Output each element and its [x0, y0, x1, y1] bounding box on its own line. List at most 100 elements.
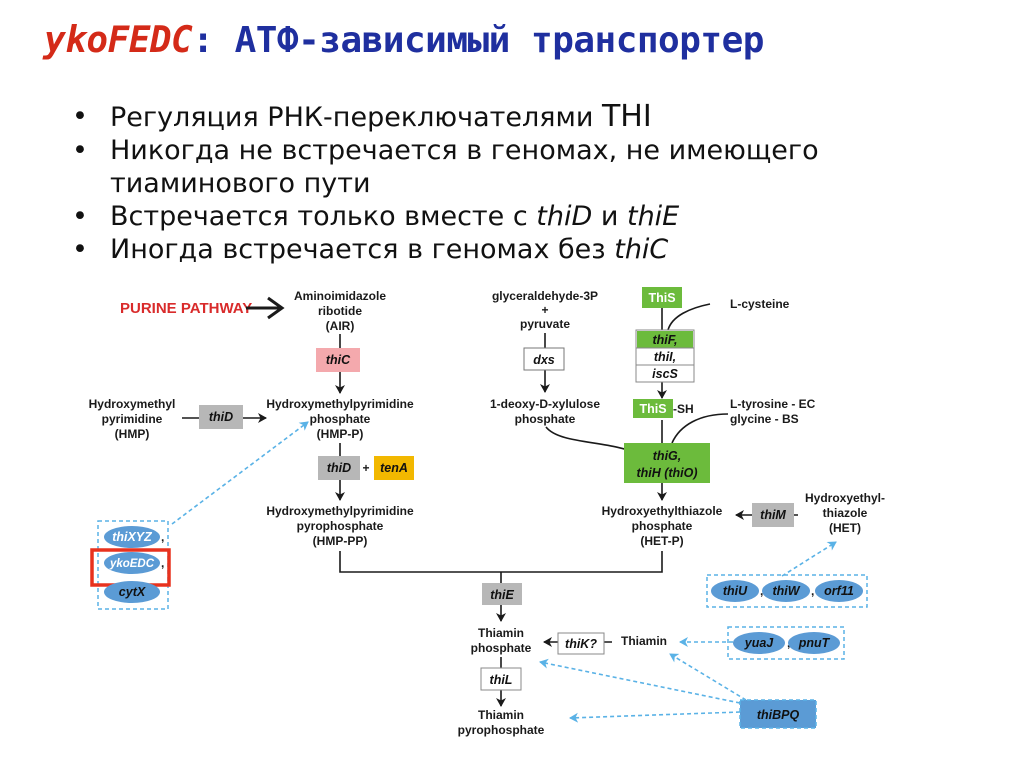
thim-box [752, 503, 794, 527]
thibpq-arrow-2 [669, 653, 747, 701]
plus-sign: + [362, 461, 369, 475]
bullet-list: Регуляция РНК-переключателями THI Никогд… [66, 100, 966, 266]
thixyz-ellipse [104, 526, 160, 548]
tena-label: tenA [380, 461, 408, 475]
air-line-1: Aminoimidazole [294, 289, 386, 303]
merge-line [339, 551, 663, 573]
dxp-line-2: phosphate [515, 412, 576, 426]
this-box [642, 287, 682, 308]
bullet-1-text: Регуляция РНК-переключателями [110, 102, 602, 133]
hmppp-line-1: Hydroxymethylpyrimidine [266, 504, 414, 518]
sh-label: -SH [673, 402, 694, 416]
title-rest: АТФ-зависимый транспортер [213, 20, 765, 61]
hmppp-label: Hydroxymethylpyrimidine pyrophosphate (H… [266, 504, 414, 548]
yuaj-ellipse [733, 632, 785, 654]
thid-label-2: thiD [327, 461, 351, 475]
g3p-line-3: pyruvate [520, 317, 570, 331]
left-transport-arrow [171, 421, 309, 525]
bullet-4-text: Иногда встречается в геномах без [110, 234, 615, 265]
this-label: ThiS [648, 291, 675, 305]
thiw-label: thiW [772, 584, 800, 598]
thid-box-2 [318, 456, 360, 480]
thibpq-arrow-1 [539, 658, 741, 704]
thid-label-1: thiD [209, 410, 233, 424]
bullet-1: Регуляция РНК-переключателями THI [66, 100, 966, 134]
bullet-3-and: и [592, 201, 627, 232]
thik-label: thiK? [565, 637, 597, 651]
bullet-2-text: Никогда не встречается в геномах, не име… [110, 135, 819, 199]
thim-label: thiM [760, 508, 786, 522]
thie-box [482, 583, 522, 605]
thibpq-label: thiBPQ [757, 708, 800, 722]
ykoedc-ellipse [104, 552, 160, 574]
thiu-ellipse [711, 580, 759, 602]
bullet-4: Иногда встречается в геномах без thiC [66, 233, 966, 266]
hmppp-line-3: (HMP-PP) [313, 534, 368, 548]
g3p-label: glyceraldehyde-3P + pyruvate [492, 289, 598, 331]
tpp-line-2: pyrophosphate [458, 723, 545, 737]
g3p-line-1: glyceraldehyde-3P [492, 289, 598, 303]
tpp-label: Thiamin pyrophosphate [458, 708, 545, 737]
hmpp-label: Hydroxymethylpyrimidine phosphate (HMP-P… [266, 397, 414, 441]
dxs-label: dxs [533, 353, 555, 367]
tp-label: Thiamin phosphate [471, 626, 532, 655]
yuaj-label: yuaJ [744, 636, 775, 650]
thif-label: thiF, [653, 333, 678, 347]
thixyz-label: thiXYZ [112, 530, 153, 544]
thii-label: thiI, [654, 350, 676, 364]
het-p-line-1: Hydroxyethylthiazole [602, 504, 723, 518]
het-p-label: Hydroxyethylthiazole phosphate (HET-P) [602, 504, 723, 548]
tp-line-1: Thiamin [478, 626, 524, 640]
orf11-ellipse [815, 580, 863, 602]
thie-label: thiE [490, 588, 514, 602]
air-line-3: (AIR) [326, 319, 355, 333]
hmp-line-1: Hydroxymethyl [89, 397, 176, 411]
bullet-3-gene-thie: thiE [626, 201, 680, 232]
het-transport-arrow [781, 541, 837, 577]
air-label: Aminoimidazole ribotide (AIR) [294, 289, 386, 333]
cytx-label: cytX [119, 585, 146, 599]
tyrosine-curve [671, 413, 729, 444]
comma-2: , [161, 556, 164, 570]
het-line-3: (HET) [829, 521, 861, 535]
comma-4: , [811, 584, 814, 598]
orf11-label: orf11 [824, 584, 854, 598]
dxp-line-1: 1-deoxy-D-xylulose [490, 397, 600, 411]
bullet-2: Никогда не встречается в геномах, не име… [66, 134, 966, 200]
thiw-ellipse [762, 580, 810, 602]
bullet-3-text: Встречается только вместе с [110, 201, 537, 232]
thig-label: thiG, [653, 449, 681, 463]
title-gene: ykoFEDC [44, 20, 193, 61]
bullet-4-gene-thic: thiC [614, 234, 669, 265]
het-p-line-2: phosphate [632, 519, 693, 533]
dxs-box [523, 347, 565, 371]
thig-box [624, 443, 710, 483]
cysteine-label: L-cysteine [730, 297, 790, 311]
thibpq-box [739, 699, 817, 729]
thid-box-1 [199, 405, 243, 429]
het-label: Hydroxyethyl- thiazole (HET) [805, 491, 885, 535]
thik-box [557, 632, 605, 655]
dxp-label: 1-deoxy-D-xylulose phosphate [490, 397, 600, 426]
bullet-3: Встречается только вместе с thiD и thiE [66, 200, 966, 233]
this-sh-box [633, 399, 673, 418]
hmpp-line-3: (HMP-P) [317, 427, 364, 441]
het-p-line-3: (HET-P) [640, 534, 683, 548]
tp-line-2: phosphate [471, 641, 532, 655]
pnut-ellipse [788, 632, 840, 654]
tpp-line-1: Thiamin [478, 708, 524, 722]
slide-title: ykoFEDC: АТФ-зависимый транспортер [44, 20, 764, 61]
thif-box [637, 331, 693, 348]
thil-label: thiL [490, 673, 513, 687]
het-line-2: thiazole [823, 506, 868, 520]
thic-box [316, 348, 360, 372]
hmpp-line-1: Hydroxymethylpyrimidine [266, 397, 414, 411]
thil-box [480, 667, 522, 691]
ykoedc-label: ykoEDC [109, 558, 155, 570]
thic-label: thiC [326, 353, 351, 367]
hmp-line-2: pyrimidine [102, 412, 163, 426]
comma-3: , [760, 584, 763, 598]
thiu-label: thiU [723, 584, 748, 598]
purine-pathway-label: PURINE PATHWAY [120, 300, 252, 317]
